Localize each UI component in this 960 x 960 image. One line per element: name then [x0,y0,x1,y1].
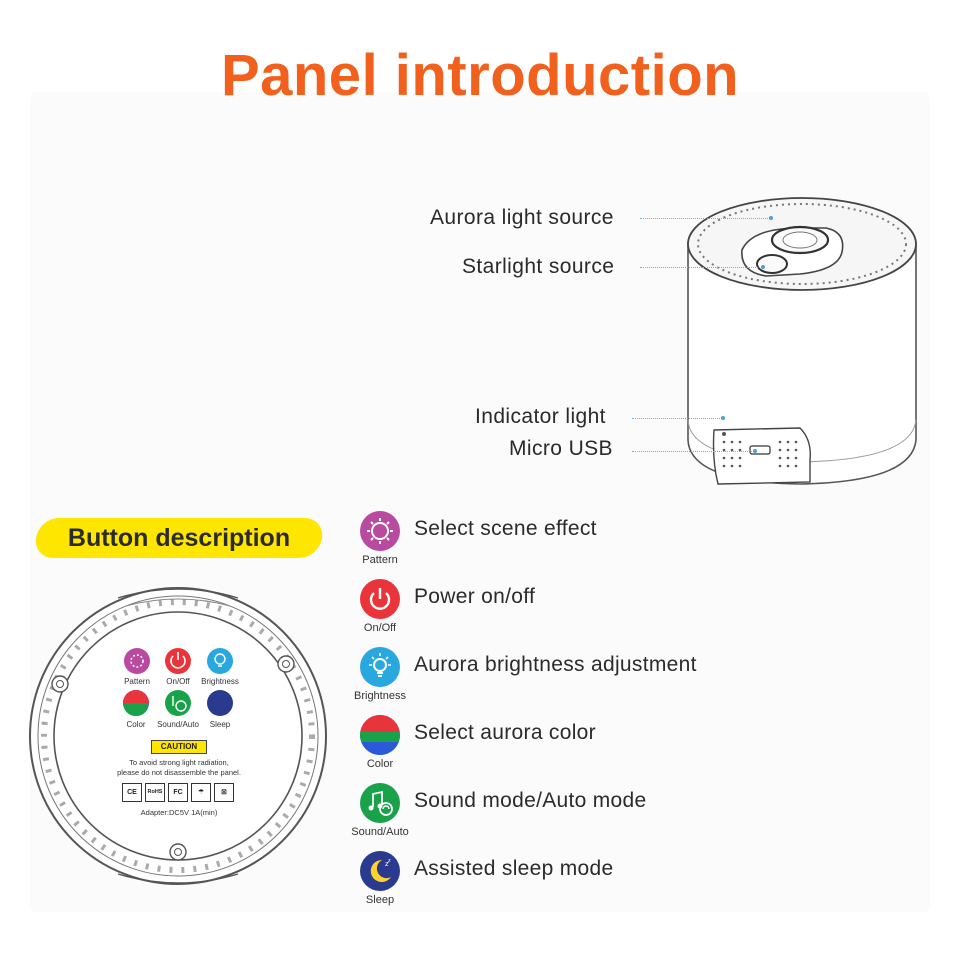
caution-label: CAUTION [151,740,207,754]
color-icon [360,715,400,755]
starlight-lens [756,254,788,274]
svg-text:z: z [388,858,391,864]
cert-fc: FC [168,783,188,802]
legend-caption-sleep: Sleep [365,894,395,906]
legend-desc-brightness: Aurora brightness adjustment [414,653,697,676]
cert-weee: ⊠ [214,783,234,802]
legend-item-color: Color Select aurora color [356,715,776,775]
legend-caption-color: Color [366,758,394,770]
legend-desc-color: Select aurora color [414,721,596,744]
mini-sleep-button [207,690,233,716]
callout-indicator-light: Indicator light [475,405,606,428]
caution-line-2: please do not disassemble the panel. [117,768,241,777]
screw-bottom [169,843,187,861]
mini-label-color: Color [126,720,146,729]
screw-left [51,675,69,693]
leader-indicator [632,416,725,420]
legend-caption-pattern: Pattern [362,554,398,566]
projector-body [687,242,917,485]
mini-brightness-button [207,648,233,674]
legend-caption-brightness: Brightness [354,690,406,702]
adapter-rating: Adapter:DC5V 1A(min) [140,808,218,817]
legend-desc-sleep: Assisted sleep mode [414,857,614,880]
caution-text: To avoid strong light radiation, please … [96,758,262,778]
cert-rohs: RoHS [145,783,165,802]
callout-micro-usb: Micro USB [509,437,613,460]
legend-item-power: On/Off Power on/off [356,579,776,639]
mini-label-pattern: Pattern [124,677,150,686]
pattern-icon [360,511,400,551]
page-title: Panel introduction [220,43,740,108]
mini-pattern-button [124,648,150,674]
screw-right [277,655,295,673]
svg-text:z: z [385,860,389,868]
mini-sound-button [165,690,191,716]
legend-item-brightness: Brightness Aurora brightness adjustment [354,647,776,707]
mini-label-brightness: Brightness [201,677,239,686]
usb-panel [712,427,811,485]
indicator-dot [722,432,726,436]
legend-desc-sound: Sound mode/Auto mode [414,789,647,812]
mini-label-sleep: Sleep [209,720,231,729]
leader-usb [632,449,757,453]
music-icon [360,783,400,823]
cert-umbrella: ☂ [191,783,211,802]
legend-caption-power: On/Off [363,622,397,634]
cert-ce: CE [122,783,142,802]
mini-label-onoff: On/Off [166,677,190,686]
legend-item-pattern: Pattern Select scene effect [356,511,776,571]
button-description-label: Button description [67,524,291,552]
bulb-icon [360,647,400,687]
legend-caption-sound: Sound/Auto [351,826,409,838]
legend-desc-pattern: Select scene effect [414,517,597,540]
callout-aurora-light-source: Aurora light source [430,206,614,229]
power-icon [360,579,400,619]
caution-line-1: To avoid strong light radiation, [129,758,229,767]
leader-starlight [640,265,765,269]
mini-label-sound: Sound/Auto [157,720,199,729]
leader-aurora [640,216,773,220]
callout-starlight-source: Starlight source [462,255,615,278]
mini-power-button [165,648,191,674]
legend-desc-power: Power on/off [414,585,536,608]
legend-item-sound: Sound/Auto Sound mode/Auto mode [351,783,776,843]
